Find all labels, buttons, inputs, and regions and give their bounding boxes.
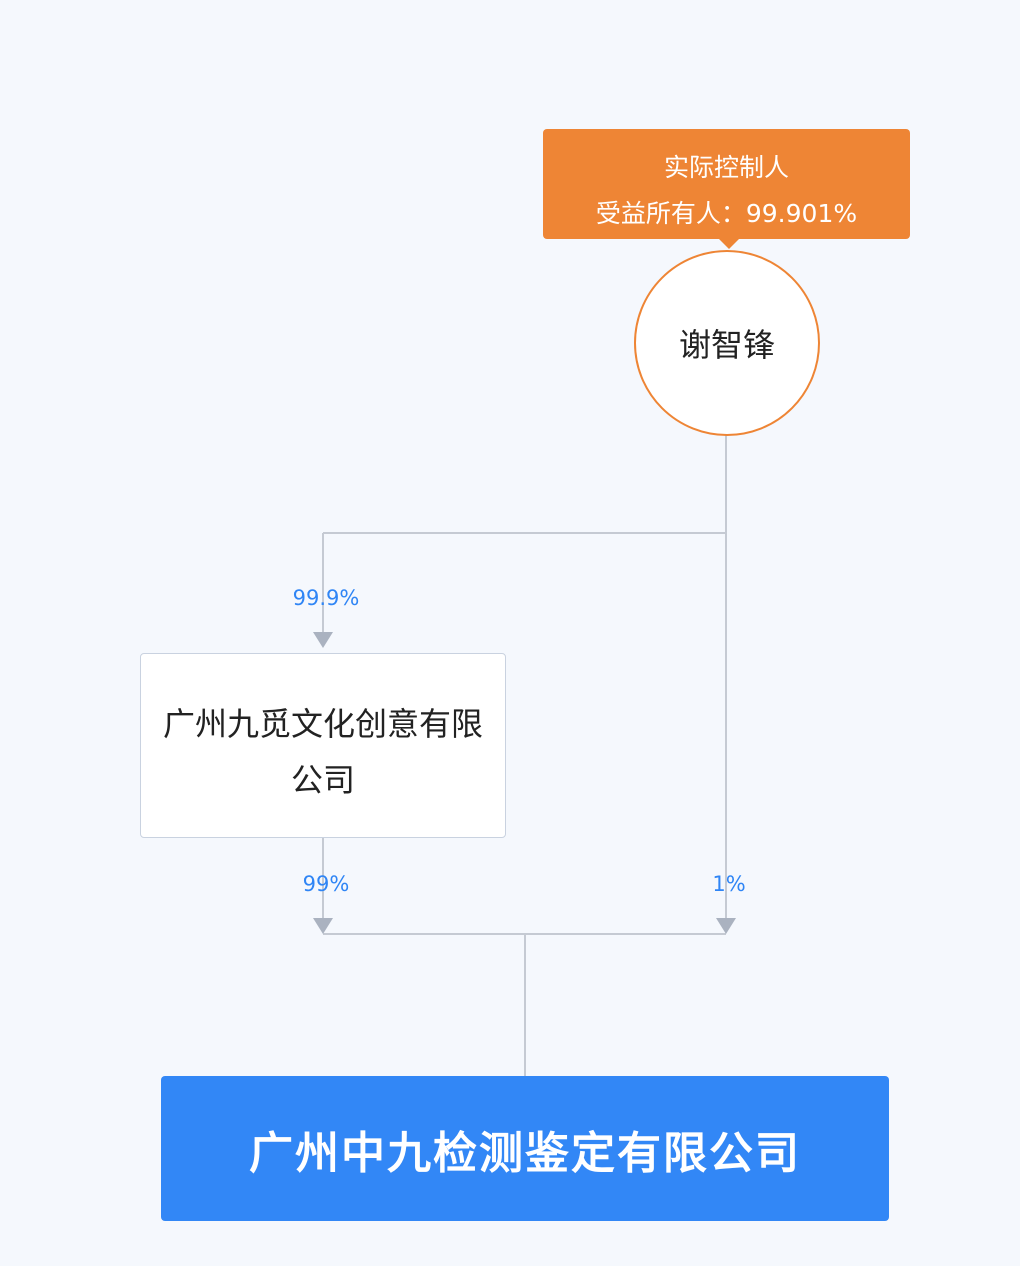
controller-tag: 实际控制人 受益所有人：99.901% — [543, 129, 910, 249]
arrow-from-person — [716, 918, 736, 934]
target-company-node[interactable]: 广州中九检测鉴定有限公司 — [161, 1076, 889, 1221]
controller-role-label: 实际控制人 — [663, 153, 789, 182]
tag-pointer — [719, 239, 739, 249]
pct-person-to-intermediate: 99.9% — [292, 586, 360, 610]
intermediate-company-node[interactable]: 广州九觅文化创意有限公司 — [140, 653, 506, 838]
person-name: 谢智锋 — [678, 326, 775, 364]
intermediate-company-name: 广州九觅文化创意有限公司 — [162, 705, 483, 799]
person-node[interactable]: 谢智锋 — [634, 250, 820, 436]
pct-person-to-target: 1% — [712, 872, 746, 896]
target-company-name: 广州中九检测鉴定有限公司 — [249, 1127, 801, 1179]
arrow-from-intermediate — [313, 918, 333, 934]
beneficiary-label: 受益所有人：99.901% — [595, 199, 858, 228]
pct-intermediate-to-target: 99% — [302, 872, 350, 896]
arrow-to-intermediate — [313, 632, 333, 648]
